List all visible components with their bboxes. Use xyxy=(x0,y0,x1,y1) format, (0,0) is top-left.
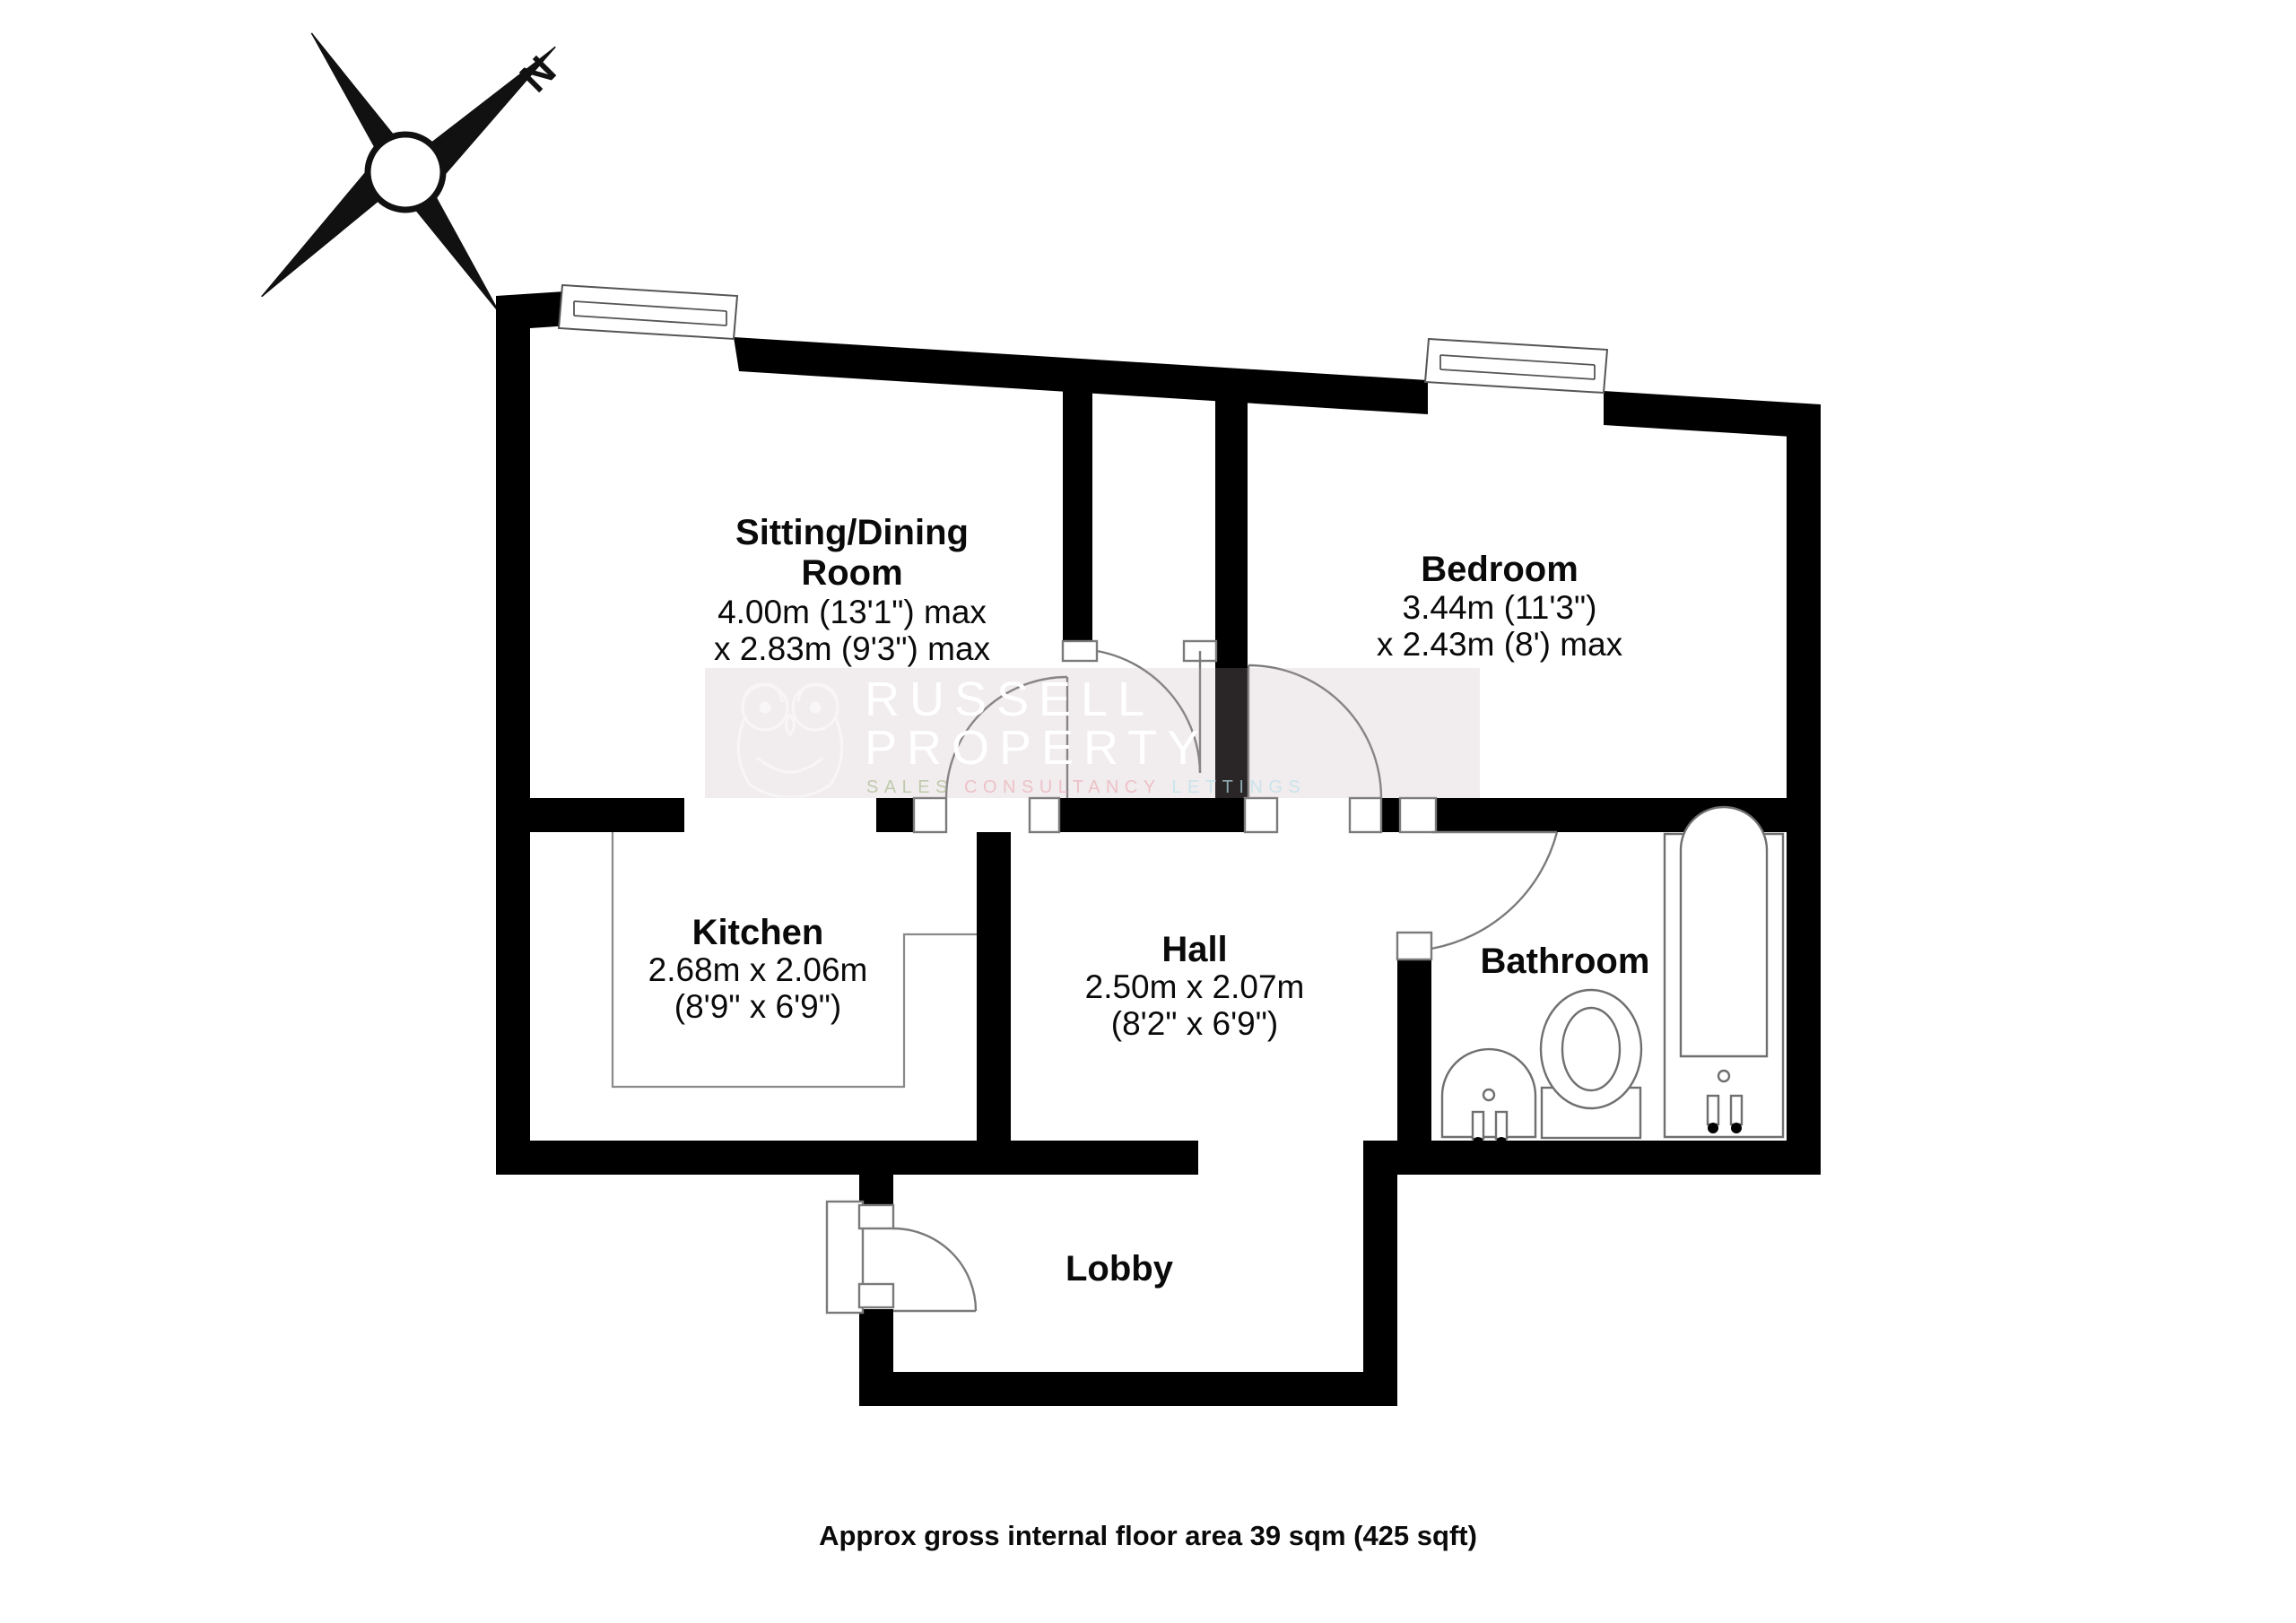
room-name: Bathroom xyxy=(1481,942,1650,981)
walls xyxy=(496,291,1821,1406)
room-label-kitchen: Kitchen 2.68m x 2.06m (8'9" x 6'9") xyxy=(648,913,868,1025)
room-label-lobby: Lobby xyxy=(1065,1249,1174,1289)
room-label-sitting-dining: Sitting/Dining Room 4.00m (13'1") max x … xyxy=(714,513,991,667)
door-bathroom xyxy=(1396,796,1559,961)
room-name: Hall xyxy=(1161,930,1227,969)
room-dimension-1: 3.44m (11'3") xyxy=(1403,589,1597,626)
room-label-bathroom: Bathroom xyxy=(1481,942,1650,981)
wall-bathroom-left xyxy=(1397,952,1431,1141)
wall-lobby-right xyxy=(1363,1141,1397,1406)
door-store-cupboard xyxy=(1061,639,1218,774)
wall-right-outer xyxy=(1787,404,1821,1149)
wall-mid-bathroom xyxy=(1431,798,1821,832)
wall-partition-bedroom xyxy=(1215,377,1248,832)
wall-bathroom-bottom xyxy=(1363,1141,1821,1175)
window-sitting-room xyxy=(557,283,739,341)
door-sitting-room xyxy=(912,675,1069,834)
wall-partition-kitchen-hall xyxy=(977,832,1011,1148)
wall-mid-left xyxy=(876,798,914,832)
wall-hall-bottom xyxy=(897,1141,1198,1175)
kitchen-counter xyxy=(611,832,977,1089)
room-dimension-2: (8'9" x 6'9") xyxy=(674,988,841,1025)
wall-lobby-bottom xyxy=(859,1372,1397,1406)
wall-kitchen-top xyxy=(496,798,684,832)
room-label-bedroom: Bedroom 3.44m (11'3") x 2.43m (8') max xyxy=(1377,550,1623,663)
room-name-2: Room xyxy=(801,553,902,593)
window-bedroom xyxy=(1423,337,1609,395)
room-dimension-2: (8'2" x 6'9") xyxy=(1111,1005,1278,1042)
room-name: Lobby xyxy=(1065,1249,1174,1289)
toilet-fixture xyxy=(1539,988,1643,1140)
bathtub-fixture xyxy=(1663,805,1785,1139)
room-dimension-1: 2.50m x 2.07m xyxy=(1085,968,1305,1005)
room-dimension-1: 4.00m (13'1") max xyxy=(718,594,987,630)
room-dimension-2: x 2.83m (9'3") max xyxy=(714,630,991,667)
wall-top-right-segment xyxy=(1604,391,1821,438)
compass-rose: N xyxy=(261,32,565,314)
wall-left-outer xyxy=(496,296,530,1175)
room-dimension-2: x 2.43m (8') max xyxy=(1377,626,1623,663)
room-dimension-1: 2.68m x 2.06m xyxy=(648,951,868,988)
room-name: Kitchen xyxy=(692,913,824,952)
room-name: Bedroom xyxy=(1421,550,1578,589)
wash-basin-fixture xyxy=(1440,1047,1537,1148)
wall-mid-center xyxy=(1059,798,1245,832)
room-name: Sitting/Dining xyxy=(735,513,969,552)
floor-area-note: Approx gross internal floor area 39 sqm … xyxy=(819,1520,1477,1551)
wall-lobby-left-upper xyxy=(859,1141,893,1205)
room-label-hall: Hall 2.50m x 2.07m (8'2" x 6'9") xyxy=(1085,930,1305,1042)
wall-partition-store xyxy=(1063,362,1092,645)
door-bedroom xyxy=(1243,664,1383,834)
door-entrance-lobby xyxy=(825,1200,978,1315)
